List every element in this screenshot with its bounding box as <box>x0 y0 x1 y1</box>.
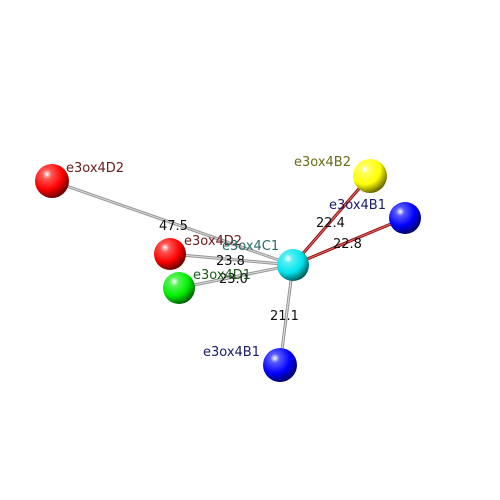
bond-highlight-b2 <box>292 175 371 266</box>
atom-label-b1_low: e3ox4B1 <box>203 345 260 360</box>
distance-label-d1: 23.0 <box>219 272 248 287</box>
distance-label-d2_far: 47.5 <box>159 219 188 234</box>
atom-sphere-b1_right <box>389 202 421 234</box>
bond-highlight-b1_right <box>292 217 406 266</box>
bond-highlight-d1 <box>178 264 294 289</box>
atom-sphere-c1 <box>277 249 309 281</box>
atom-label-b2: e3ox4B2 <box>294 155 351 170</box>
distance-label-b1_right: 22.8 <box>333 237 362 252</box>
atom-label-d1: e3ox4D1 <box>193 268 251 283</box>
atom-label-d2_far: e3ox4D2 <box>66 161 124 176</box>
atom-layer <box>35 159 421 382</box>
atom-sphere-b1_low <box>263 348 297 382</box>
label-layer: 47.523.823.022.422.821.1e3ox4D2e3ox4D2e3… <box>66 155 386 360</box>
atom-sphere-d2_near <box>154 238 186 270</box>
bond-layer <box>51 175 406 366</box>
bond-highlight-d2_far <box>51 180 294 266</box>
atom-label-b1_right: e3ox4B1 <box>329 198 386 213</box>
atom-label-d2_near: e3ox4D2 <box>184 234 242 249</box>
distance-label-d2_near: 23.8 <box>216 254 245 269</box>
bond-highlight-d2_near <box>169 253 294 266</box>
distance-label-b1_low: 21.1 <box>270 309 299 324</box>
distance-label-b2: 22.4 <box>316 216 345 231</box>
atom-sphere-b2 <box>353 159 387 193</box>
atom-sphere-d2_far <box>35 164 69 198</box>
atom-sphere-d1 <box>163 272 195 304</box>
atom-label-c1: e3ox4C1 <box>222 239 279 254</box>
